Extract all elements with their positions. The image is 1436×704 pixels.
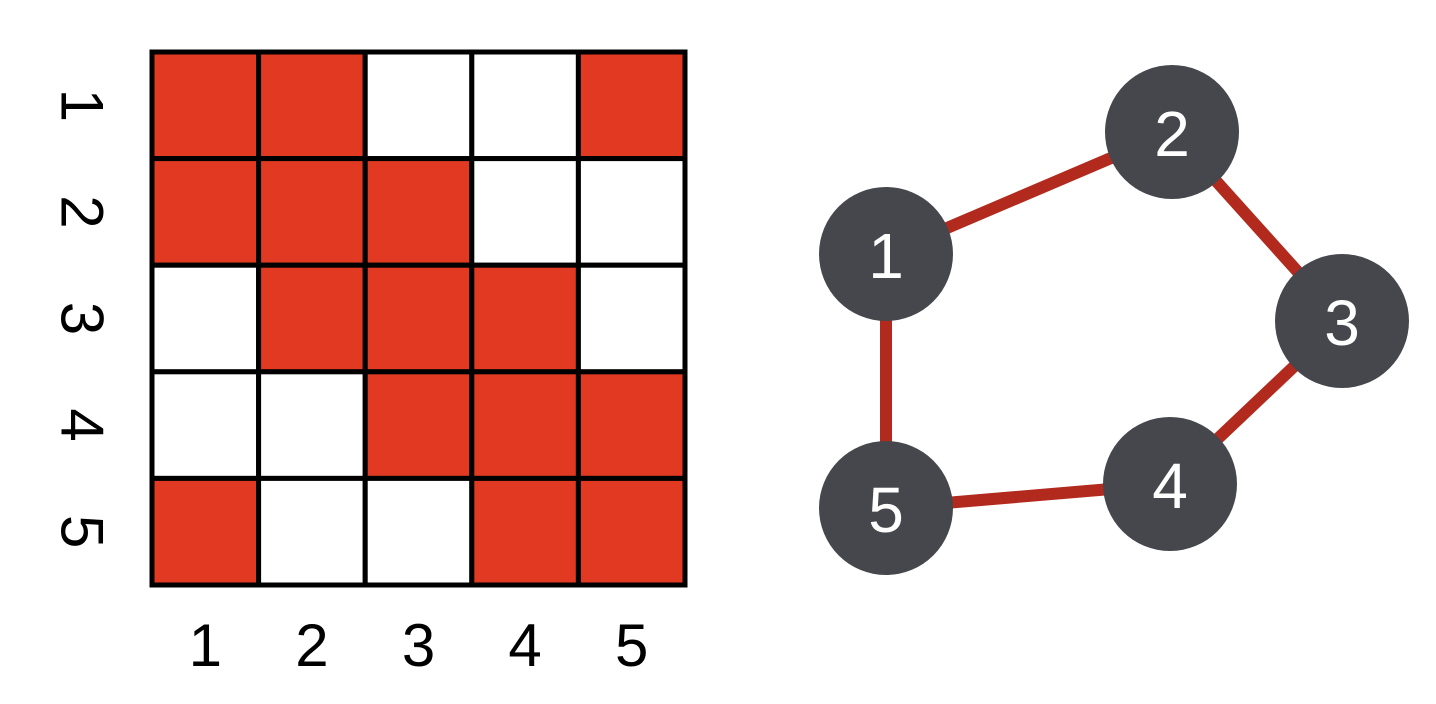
- graph-node-label: 4: [1152, 450, 1188, 522]
- graph-node-label: 2: [1154, 98, 1190, 170]
- graph-node-1: 1: [819, 187, 953, 321]
- matrix-row-labels: 1 2 3 4 5: [49, 89, 116, 549]
- matrix-cell-4-2: [256, 369, 368, 481]
- col-label-4: 4: [508, 612, 541, 679]
- graph-node-3: 3: [1275, 254, 1409, 388]
- matrix-cell-5-3: [362, 475, 475, 588]
- graph-node-circle: [1103, 417, 1237, 551]
- graph-node-5: 5: [819, 441, 953, 575]
- matrix-cell-3-3: [362, 262, 475, 375]
- row-label-4: 4: [49, 408, 116, 441]
- matrix-cell-1-5: [575, 49, 688, 162]
- row-label-5: 5: [49, 515, 116, 548]
- matrix-cell-3-2: [256, 262, 368, 375]
- matrix-cell-3-1: [149, 262, 262, 375]
- matrix-border: [149, 49, 688, 588]
- row-label-1: 1: [49, 89, 116, 122]
- graph-node-label: 1: [868, 220, 904, 292]
- row-label-3: 3: [49, 302, 116, 335]
- col-label-1: 1: [189, 612, 222, 679]
- matrix-cell-5-4: [469, 475, 581, 588]
- adjacency-matrix: [149, 49, 688, 588]
- matrix-cell-1-2: [256, 49, 368, 162]
- matrix-cell-2-3: [362, 156, 475, 268]
- matrix-cell-2-4: [469, 156, 581, 268]
- matrix-cell-2-2: [256, 156, 368, 268]
- matrix-cell-5-2: [256, 475, 368, 588]
- matrix-cell-2-1: [149, 156, 262, 268]
- matrix-cell-1-1: [149, 49, 262, 162]
- matrix-cell-3-4: [469, 262, 581, 375]
- matrix-cell-5-5: [575, 475, 688, 588]
- graph-node-circle: [1275, 254, 1409, 388]
- matrix-cell-4-4: [469, 369, 581, 481]
- matrix-cell-2-5: [575, 156, 688, 268]
- graph-node-2: 2: [1105, 65, 1239, 199]
- matrix-col-labels: 1 2 3 4 5: [189, 612, 649, 679]
- matrix-cell-3-5: [575, 262, 688, 375]
- graph-node-circle: [819, 441, 953, 575]
- graph-node-circle: [1105, 65, 1239, 199]
- matrix-cell-1-4: [469, 49, 581, 162]
- graph-node-label: 5: [868, 474, 904, 546]
- matrix-cell-5-1: [149, 475, 262, 588]
- matrix-cell-4-5: [575, 369, 688, 481]
- col-label-5: 5: [615, 612, 648, 679]
- graph-nodes: 1 2 3 4 5: [819, 65, 1409, 575]
- graph-node-label: 3: [1324, 287, 1360, 359]
- row-label-2: 2: [49, 195, 116, 228]
- col-label-3: 3: [402, 612, 435, 679]
- matrix-cell-1-3: [362, 49, 475, 162]
- graph-node-circle: [819, 187, 953, 321]
- col-label-2: 2: [295, 612, 328, 679]
- matrix-cell-4-1: [149, 369, 262, 481]
- graph-node-4: 4: [1103, 417, 1237, 551]
- matrix-cell-4-3: [362, 369, 475, 481]
